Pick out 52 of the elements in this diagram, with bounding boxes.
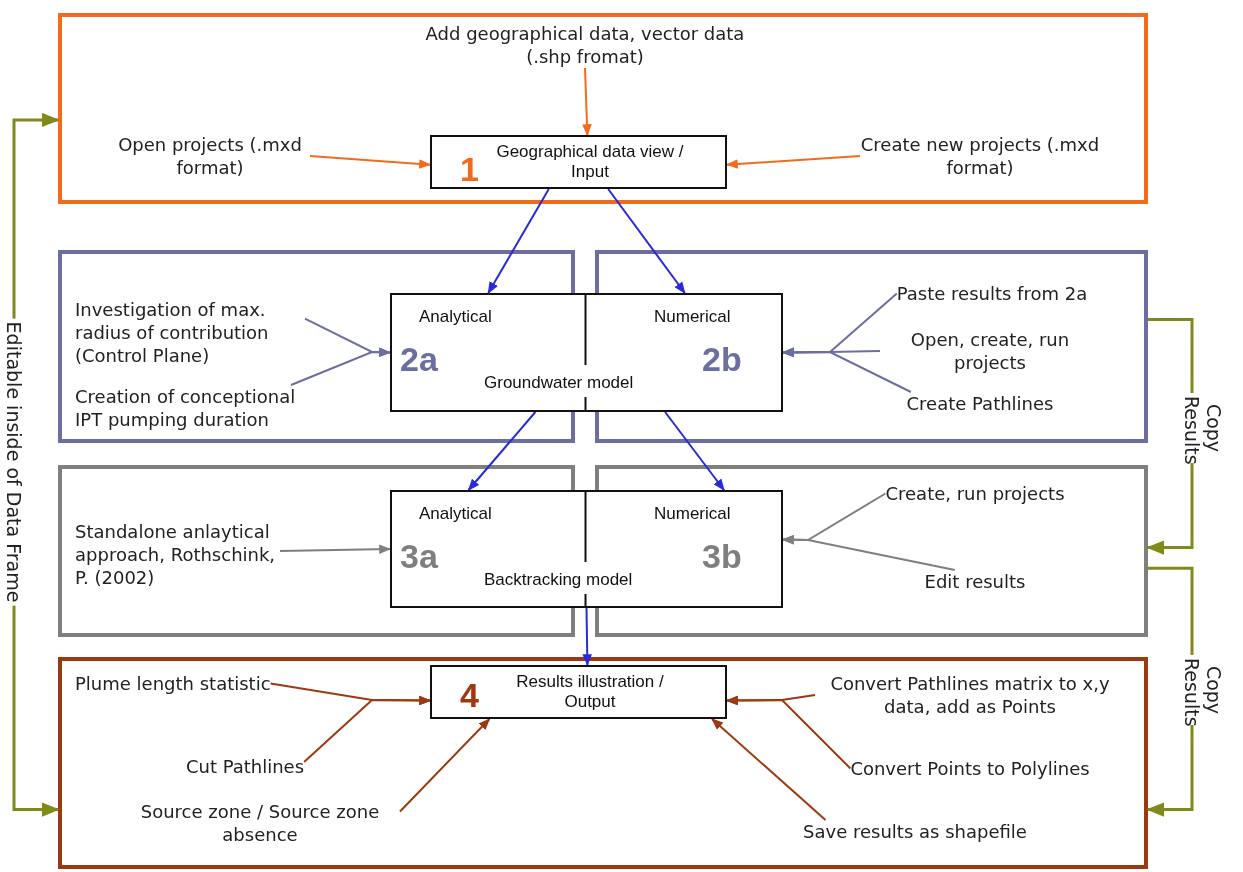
arrow xyxy=(467,411,537,491)
arrow xyxy=(582,67,592,137)
process-box xyxy=(430,135,727,189)
arrow xyxy=(664,411,725,491)
panel xyxy=(58,657,1148,869)
process-box xyxy=(390,490,783,608)
arrow xyxy=(711,718,827,821)
task-label: Cut Pathlines xyxy=(185,755,305,778)
step-number: 3b xyxy=(702,538,742,574)
column-heading: Numerical xyxy=(654,504,731,524)
task-label: Save results as shapefile xyxy=(803,820,1027,843)
arrow xyxy=(309,155,432,169)
arrow xyxy=(607,188,686,294)
arrow xyxy=(399,718,491,813)
arrow xyxy=(781,347,912,393)
column-heading: Backtracking model xyxy=(484,570,633,590)
box-title: Geographical data view / Input xyxy=(495,142,685,182)
arrow xyxy=(303,695,432,763)
task-label: Paste results from 2a xyxy=(896,282,1088,305)
box-title: Results illustration / Output xyxy=(515,672,665,712)
task-label: Create new projects (.mxd format) xyxy=(860,133,1100,179)
panel xyxy=(58,13,1148,204)
arrow xyxy=(290,347,392,386)
step-number: 3a xyxy=(400,538,438,574)
process-box xyxy=(390,293,783,412)
task-label: Open projects (.mxd format) xyxy=(110,133,310,179)
step-number: 2b xyxy=(702,341,742,377)
column-heading: Analytical xyxy=(419,307,492,327)
task-label: Creation of conceptional IPT pumping duration xyxy=(75,385,315,431)
task-label: Source zone / Source zone absence xyxy=(120,800,400,846)
task-label: Create Pathlines xyxy=(906,392,1054,415)
task-label: Convert Points to Polylines xyxy=(850,757,1090,780)
column-heading: Groundwater model xyxy=(484,373,634,393)
step-number: 4 xyxy=(460,677,479,713)
task-label: Plume length statistic xyxy=(75,672,271,695)
task-label: Convert Pathlines matrix to x,y data, add as Points xyxy=(815,672,1125,718)
arrow xyxy=(781,534,956,571)
task-label: Open, create, run projects xyxy=(880,328,1100,374)
task-label: Create, run projects xyxy=(885,482,1065,505)
arrow xyxy=(725,695,852,770)
column-heading: Numerical xyxy=(654,307,731,327)
process-box xyxy=(430,665,727,719)
arrow xyxy=(725,155,861,169)
step-number: 1 xyxy=(460,151,479,187)
arrow xyxy=(279,544,392,554)
task-label: Investigation of max. radius of contribution (Control Plane) xyxy=(75,298,305,367)
arrow xyxy=(582,607,593,667)
step-number: 2a xyxy=(400,341,438,377)
column-heading: Analytical xyxy=(419,504,492,524)
task-label: Add geographical data, vector data (.shp fromat) xyxy=(410,22,760,68)
task-label: Edit results xyxy=(924,570,1026,593)
task-label: Standalone anlaytical approach, Rothschink, P. (2002) xyxy=(75,520,280,589)
